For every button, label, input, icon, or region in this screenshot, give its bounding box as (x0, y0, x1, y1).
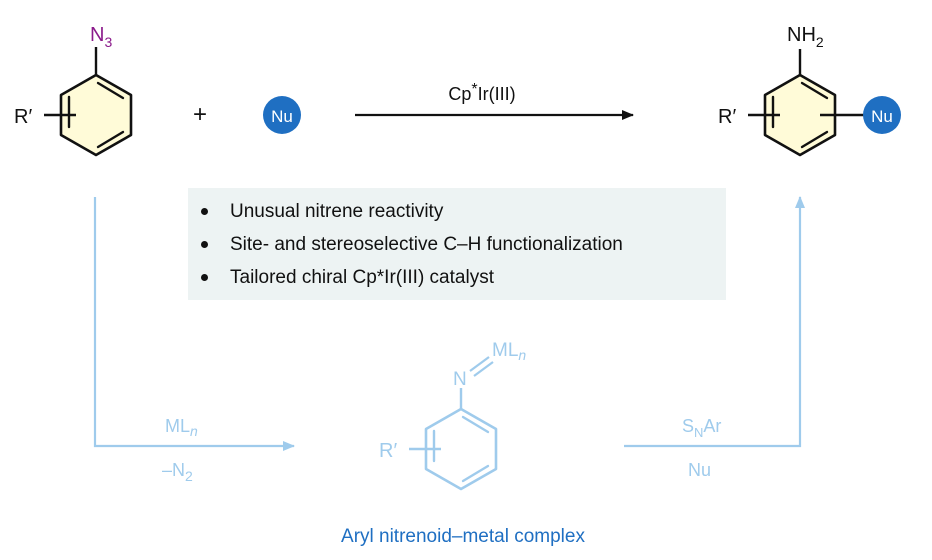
reactant-ring-double-bonds (67, 81, 125, 149)
catalyst-label: Cp*Ir(III) (448, 81, 515, 104)
reactant-azide-label: N3 (90, 24, 112, 50)
svg-text:Nu: Nu (271, 107, 293, 126)
reactant-aryl-azide: N3 R′ (14, 24, 133, 157)
bullet-icon (201, 208, 208, 215)
product-substituent-label: R′ (718, 106, 736, 128)
reactant-ring (59, 73, 133, 157)
reactant-substituent-label: R′ (14, 106, 32, 128)
product-amine-label: NH2 (787, 24, 824, 50)
bullet-icon (201, 274, 208, 281)
intermediate-ml-label: MLn (492, 340, 526, 363)
product-aniline: NH2 R′ Nu (718, 24, 901, 157)
step2-reagent-label: Nu (688, 460, 711, 480)
intermediate-substituent-label: R′ (379, 440, 397, 462)
intermediate-nitrenoid-complex: N MLn R′ (379, 340, 526, 491)
bullet-icon (201, 241, 208, 248)
nucleophile-badge: Nu (263, 96, 301, 134)
feature-text: Unusual nitrene reactivity (230, 201, 444, 222)
product-nucleophile-badge: Nu (863, 96, 901, 134)
step2-mechanism-label: SNAr (682, 416, 721, 440)
feature-item: Site- and stereoselective C–H functional… (188, 235, 623, 254)
product-ring-double-bonds (771, 81, 829, 149)
intermediate-ring-double-bonds (432, 415, 490, 483)
intermediate-n-label: N (453, 369, 467, 390)
mechanism-arrow-left (93, 197, 295, 451)
feature-item: Tailored chiral Cp*Ir(III) catalyst (188, 268, 623, 287)
plus-sign: + (193, 101, 207, 128)
mechanism-arrow-right (624, 196, 805, 448)
product-ring (763, 73, 837, 157)
features-list: Unusual nitrene reactivity Site- and ste… (188, 202, 623, 301)
step1-loss-label: –N2 (162, 460, 193, 484)
step1-reagent-label: MLn (165, 416, 198, 439)
feature-text: Tailored chiral Cp*Ir(III) catalyst (230, 267, 494, 288)
intermediate-metal-double-bond (469, 356, 494, 377)
feature-text: Site- and stereoselective C–H functional… (230, 234, 623, 255)
features-box: Unusual nitrene reactivity Site- and ste… (188, 188, 726, 300)
intermediate-caption: Aryl nitrenoid–metal complex (341, 526, 585, 547)
intermediate-ring (424, 407, 498, 491)
svg-text:Nu: Nu (871, 107, 893, 126)
feature-item: Unusual nitrene reactivity (188, 202, 623, 221)
